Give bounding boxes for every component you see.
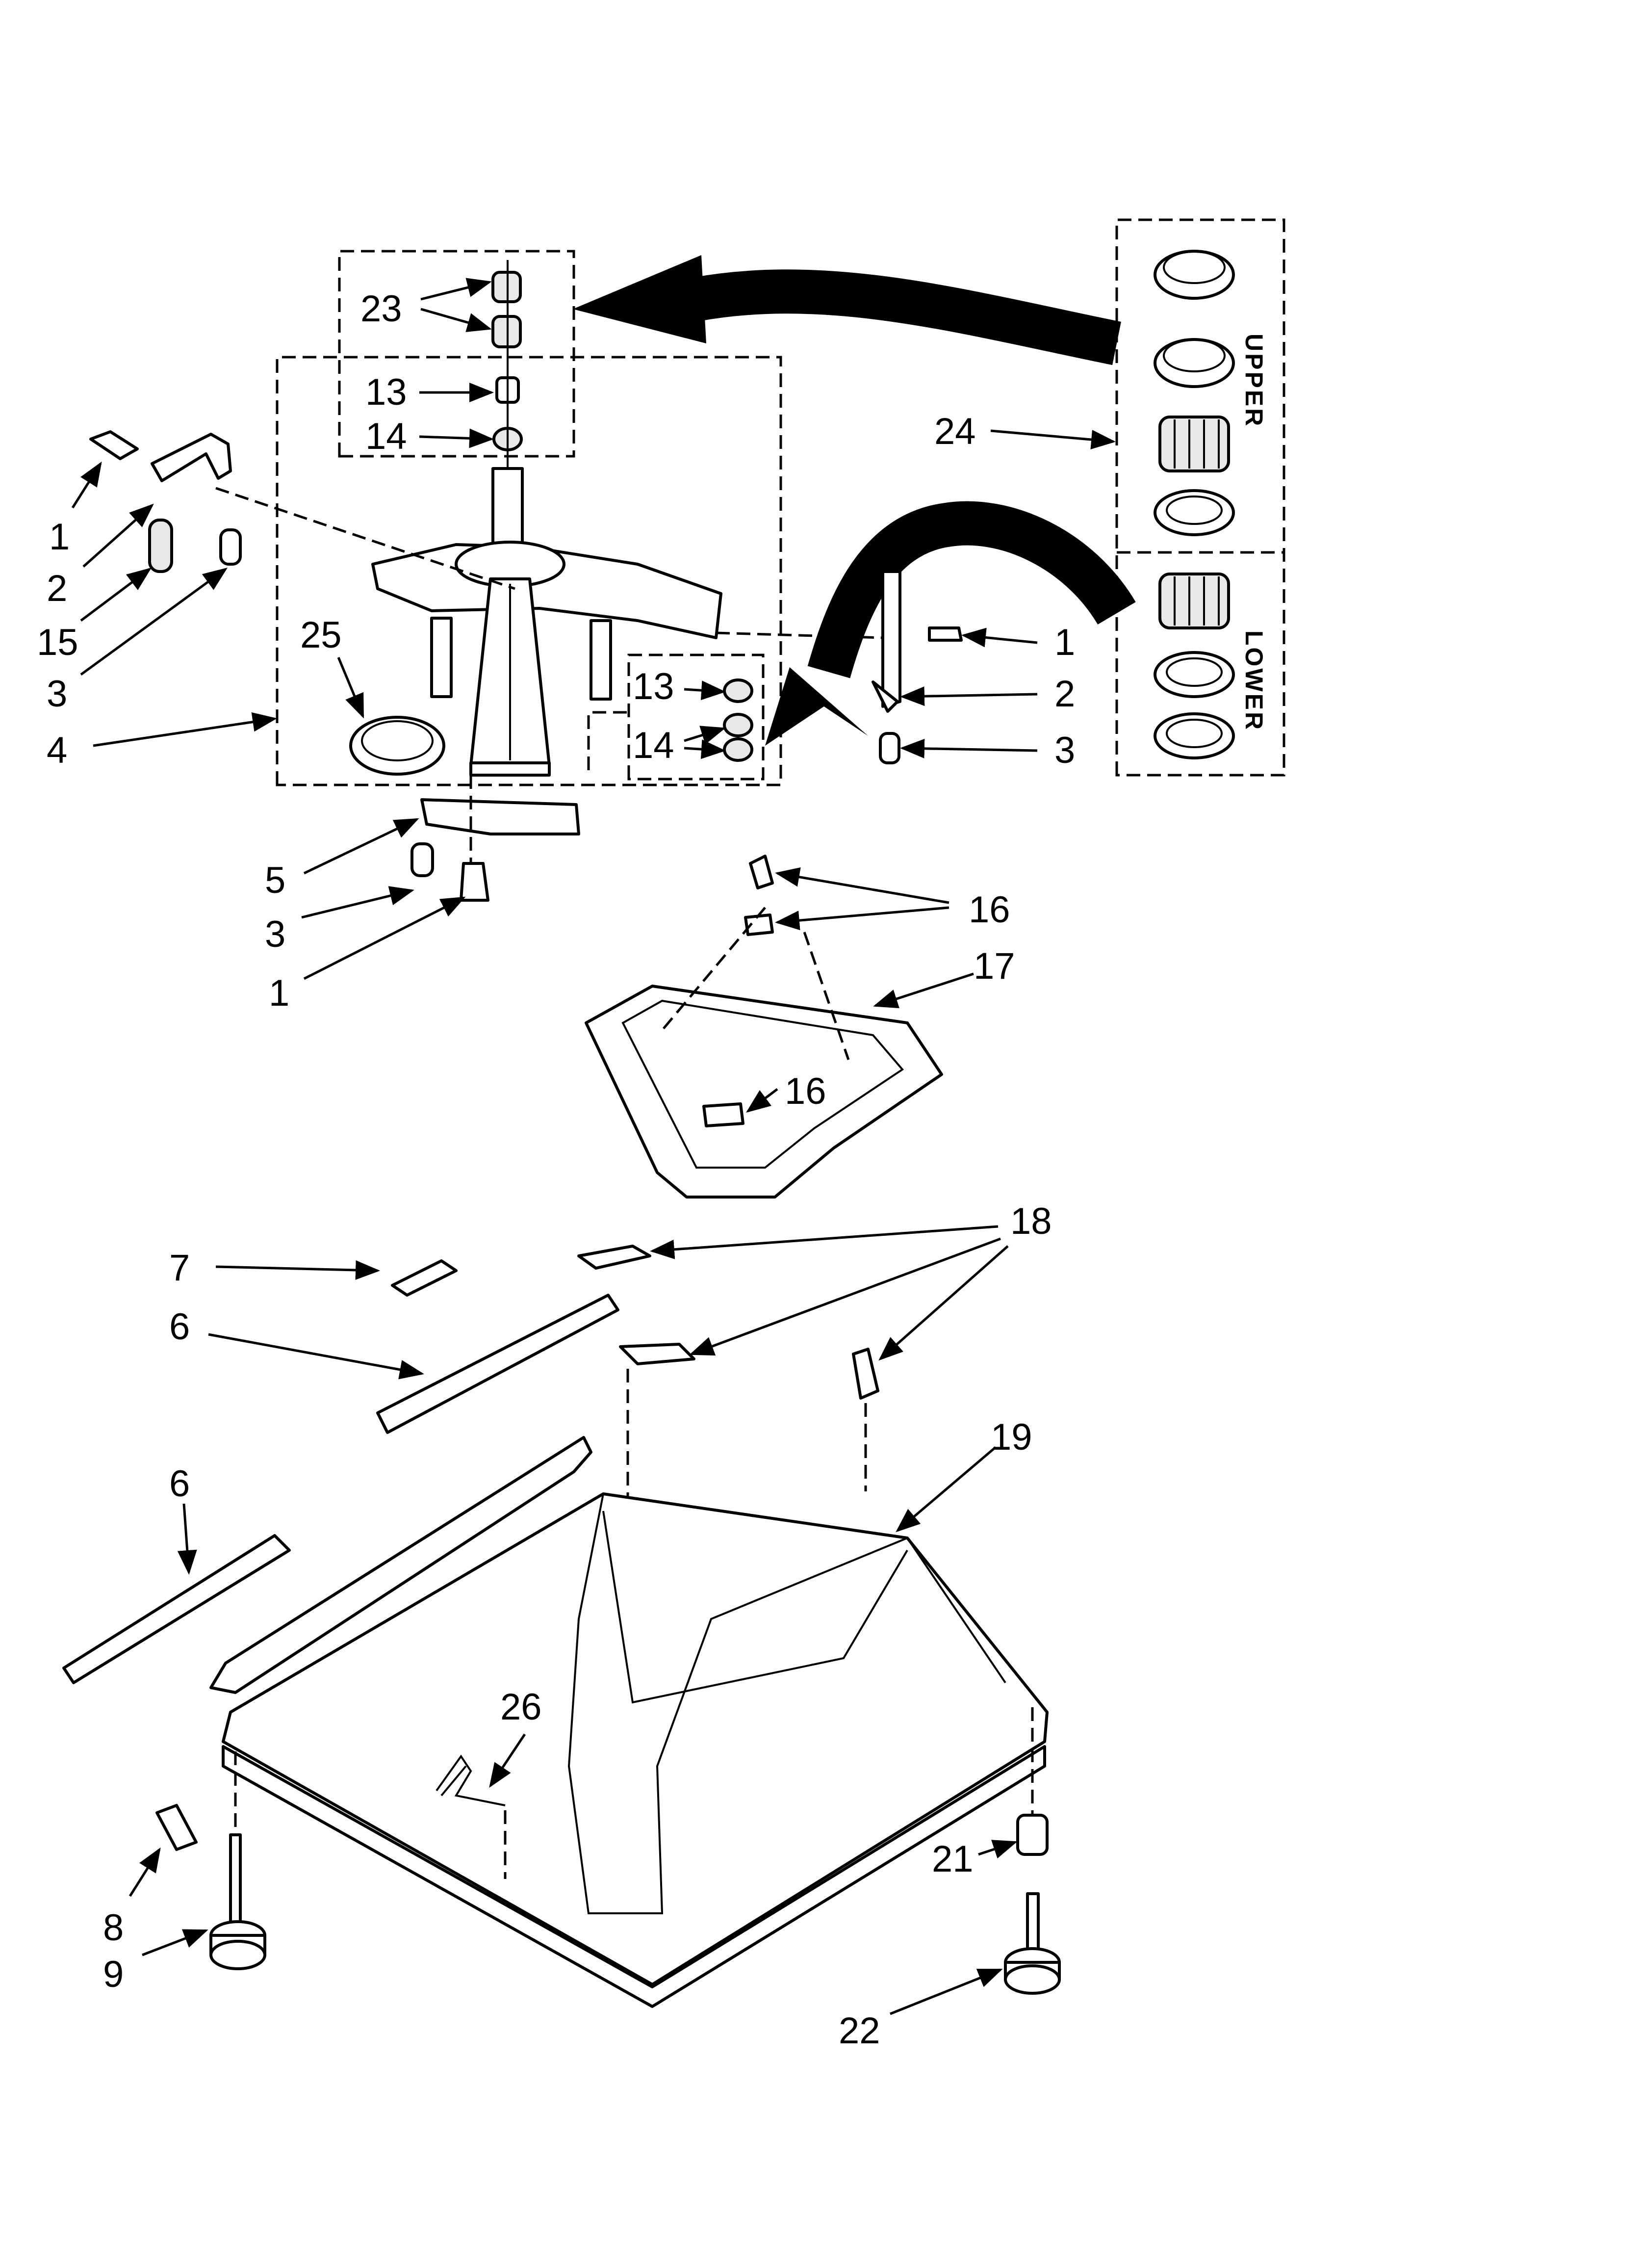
- callout-2-left: 2: [47, 568, 67, 609]
- callout-15: 15: [37, 622, 78, 663]
- callout-3-right: 3: [1054, 730, 1075, 771]
- callout-22: 22: [839, 2010, 880, 2052]
- callout-17: 17: [974, 945, 1015, 987]
- callout-21: 21: [932, 1838, 974, 1880]
- callout-18: 18: [1010, 1200, 1052, 1242]
- group-box-suspension: [276, 356, 782, 786]
- callout-9: 9: [103, 1954, 124, 1995]
- upper-kit-label: UPPER: [1240, 334, 1268, 428]
- callout-5: 5: [265, 860, 285, 901]
- callout-3-left: 3: [47, 673, 67, 715]
- left-bracket-hardware: [89, 430, 515, 590]
- callout-1-left: 1: [49, 516, 70, 558]
- callout-14-bottom: 14: [633, 725, 674, 766]
- callout-26: 26: [500, 1686, 542, 1728]
- clip: [436, 1754, 507, 1879]
- leader-lines: [71, 278, 1116, 2015]
- leveling-feet: [155, 1707, 1061, 1995]
- callout-6-lower: 6: [169, 1463, 190, 1505]
- group-box-bearing-kit: [1115, 218, 1285, 777]
- callout-16-top: 16: [969, 889, 1010, 931]
- bearing-stack-top: [491, 260, 523, 469]
- tub-base: [585, 855, 943, 1199]
- callout-23: 23: [360, 288, 402, 330]
- callout-2-right: 2: [1054, 673, 1075, 715]
- right-bracket-hardware: [716, 570, 963, 764]
- callout-6-upper: 6: [169, 1306, 190, 1348]
- callout-1-right: 1: [1054, 622, 1075, 663]
- kit-labels: UPPER LOWER: [1240, 334, 1268, 731]
- suspension-assembly: [371, 467, 722, 777]
- bearing-kit-rings: [1154, 250, 1235, 759]
- cabinet-base: [209, 1436, 1049, 2008]
- callout-3-bottom: 3: [265, 913, 285, 955]
- callout-7: 7: [169, 1247, 190, 1289]
- callout-4: 4: [47, 730, 67, 771]
- bottom-bracket-hardware: [410, 775, 580, 902]
- callout-16-bottom: 16: [785, 1070, 826, 1112]
- callout-13-top: 13: [365, 371, 407, 413]
- callout-labels: 23 13 14 1 2 15 3 25 4 13 14 1 2 3 24 5 …: [37, 288, 1075, 2052]
- callout-19: 19: [991, 1416, 1032, 1458]
- callout-13-bottom: 13: [633, 666, 674, 707]
- callout-1-bottom: 1: [269, 972, 289, 1014]
- callout-8: 8: [103, 1907, 124, 1949]
- big-arrow-lower-kit: [765, 501, 1136, 746]
- callout-24: 24: [934, 411, 976, 452]
- spring-and-rails: [62, 1259, 619, 1684]
- big-arrow-upper-kit: [573, 255, 1121, 365]
- seal-ring: [349, 716, 445, 776]
- callout-25: 25: [300, 614, 342, 656]
- bearing-stack-bottom: [723, 678, 753, 762]
- group-box-top-bearings: [338, 250, 575, 458]
- lower-kit-label: LOWER: [1240, 630, 1268, 731]
- callout-14-top: 14: [365, 416, 407, 457]
- group-box-bottom-bearings: [587, 653, 765, 781]
